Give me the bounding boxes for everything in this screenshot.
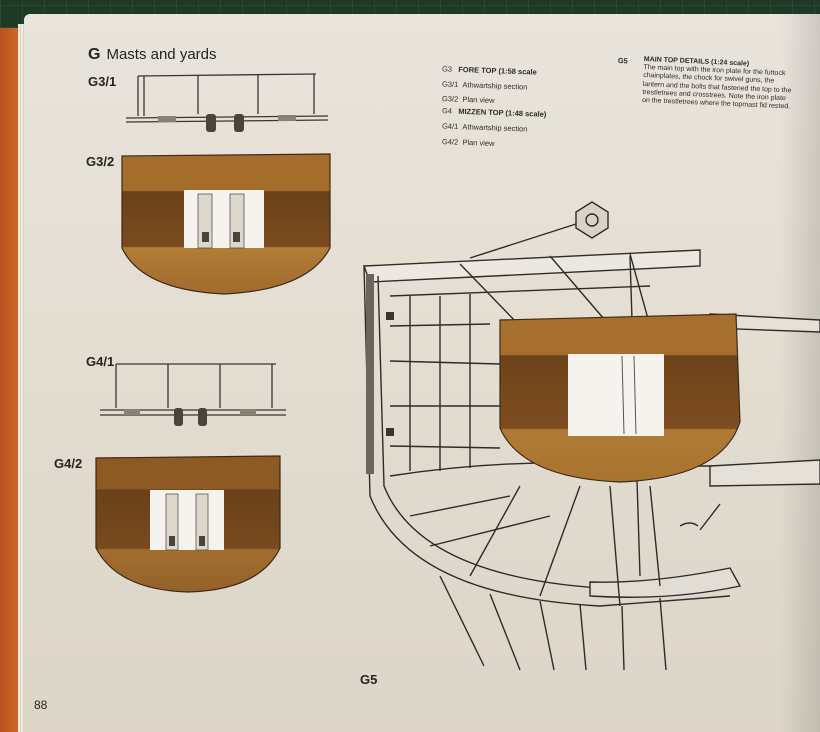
label-g4-1: G4/1 [86,354,115,369]
label-g3-2: G3/2 [86,154,115,169]
section-heading: G Masts and yards [88,46,217,64]
g3-1-section-drawing [125,73,329,132]
g4-2-plan-view [95,455,281,593]
label-g5: G5 [360,672,378,687]
g5-main-top-drawing [363,201,820,671]
caption-g5-code: G5 [617,56,629,66]
caption-g5-body: The main top with the iron plate for the… [641,64,792,111]
section-title: Masts and yards [106,46,217,63]
g3-2-plan-view [121,153,331,295]
caption-g3-2: G3/2 Plan view [441,94,495,105]
section-letter: G [88,46,101,63]
g4-1-section-drawing [100,363,286,426]
page-shadow [780,14,820,732]
caption-g4-2: G4/2 Plan view [441,137,495,148]
caption-g5: MAIN TOP DETAILS (1:24 scale) The main t… [642,56,794,112]
page-number: 88 [34,698,48,712]
g5-wooden-top-part [499,313,741,483]
label-g4-2: G4/2 [54,456,83,471]
label-g3-1: G3/1 [88,74,117,89]
